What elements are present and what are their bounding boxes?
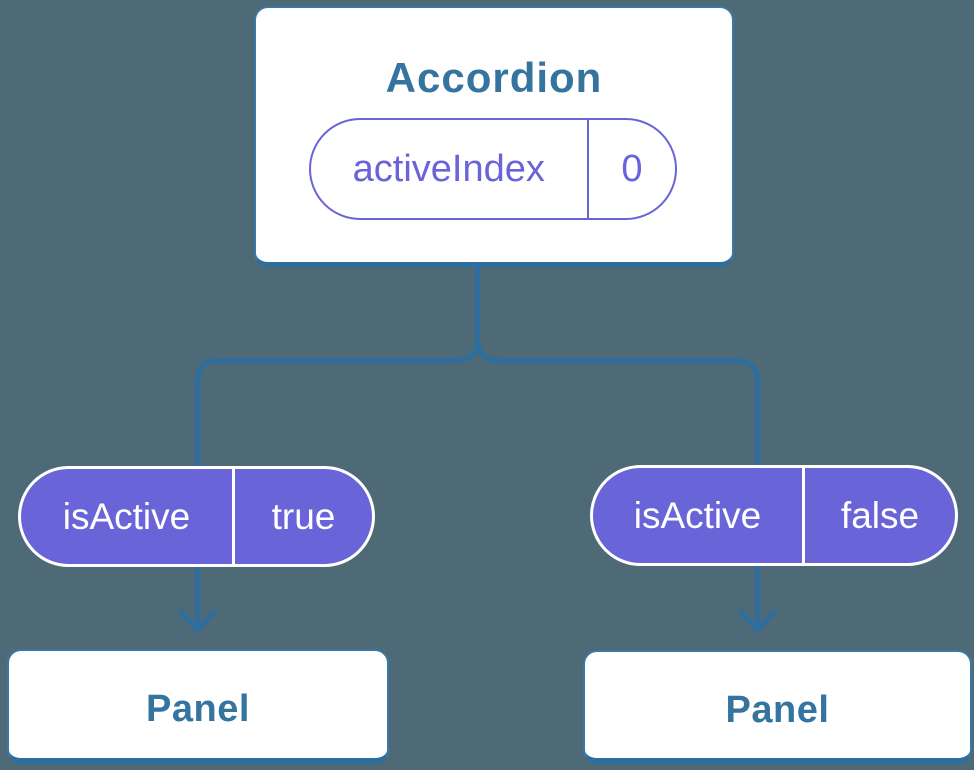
arrowhead-left-icon bbox=[178, 609, 217, 633]
prop-pill-label: isActive bbox=[62, 495, 191, 537]
panel-title: Panel bbox=[146, 688, 250, 730]
state-pill-divider bbox=[586, 120, 589, 218]
prop-pill-divider bbox=[232, 469, 235, 564]
accordion-title: Accordion bbox=[385, 54, 603, 101]
prop-pill-value: false bbox=[840, 494, 920, 536]
accordion-component-card: Accordion activeIndex 0 bbox=[254, 6, 734, 267]
prop-pill-label: isActive bbox=[633, 494, 762, 536]
prop-pill-is-active-true: isActive true bbox=[18, 466, 375, 567]
panel-title: Panel bbox=[725, 688, 830, 731]
state-pill-value: 0 bbox=[621, 147, 643, 190]
panel-component-card-right: Panel bbox=[583, 650, 972, 764]
state-pill-label: activeIndex bbox=[352, 147, 545, 190]
arrowhead-right-icon bbox=[738, 609, 777, 633]
state-pill: activeIndex 0 bbox=[309, 118, 677, 220]
connector-left-branch bbox=[195, 263, 480, 629]
prop-pill-is-active-false: isActive false bbox=[590, 465, 958, 566]
prop-pill-divider bbox=[802, 468, 805, 563]
panel-component-card-left: Panel bbox=[7, 649, 389, 764]
connector-right-branch bbox=[475, 263, 760, 629]
prop-pill-value: true bbox=[271, 495, 336, 537]
